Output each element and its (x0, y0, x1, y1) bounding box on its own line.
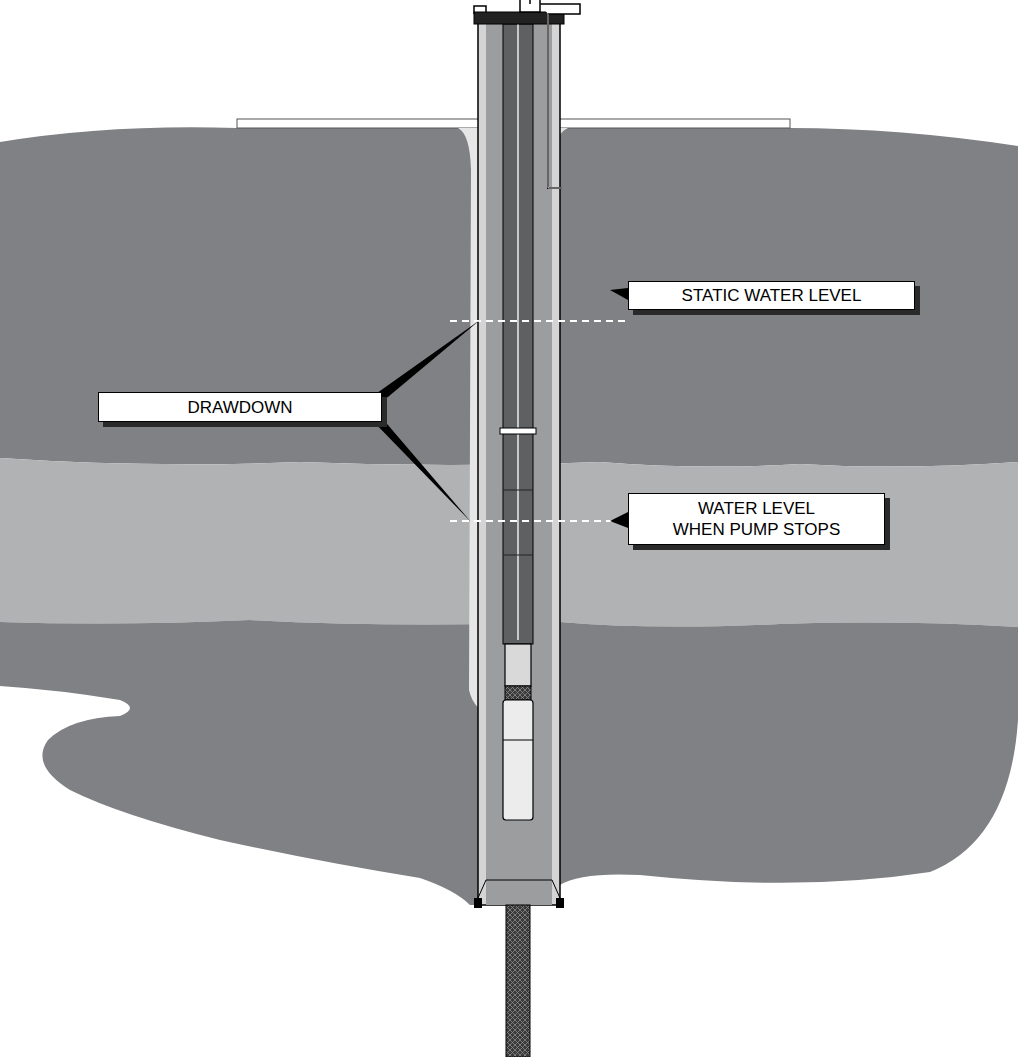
leader-wedge (370, 320, 480, 412)
vent-hook (474, 6, 486, 14)
pump-intake (505, 686, 531, 700)
callout-label: WATER LEVEL WHEN PUMP STOPS (671, 498, 843, 540)
conduit (548, 14, 562, 188)
drop-pipe-line (517, 24, 519, 640)
pump-end (505, 644, 531, 686)
leader-wedge (610, 512, 628, 528)
callout-label: STATIC WATER LEVEL (682, 285, 862, 306)
callout-label: DRAWDOWN (187, 397, 292, 418)
motor-seam (503, 740, 533, 741)
static-level-line (450, 320, 626, 322)
outlet-pipe (540, 0, 580, 14)
leader-wedge (370, 404, 471, 522)
casing-inner (486, 24, 552, 905)
pipe-joint (503, 555, 533, 556)
conduit-inner (548, 14, 562, 188)
drop-pipe (503, 24, 533, 644)
pump-stop-level-line (450, 520, 626, 522)
casing-shoe-left (474, 898, 482, 908)
well-screen (506, 905, 530, 1057)
leader-wedge (610, 288, 628, 300)
callout-box: WATER LEVEL WHEN PUMP STOPS (628, 493, 885, 545)
callout-box: DRAWDOWN (98, 392, 382, 422)
casing-shoe-right (556, 898, 564, 908)
pump-motor (503, 700, 533, 820)
casing-shoe (478, 880, 560, 898)
callout-box: STATIC WATER LEVEL (628, 281, 915, 310)
pipe-coupling (500, 428, 536, 434)
pipe-joint (503, 490, 533, 491)
